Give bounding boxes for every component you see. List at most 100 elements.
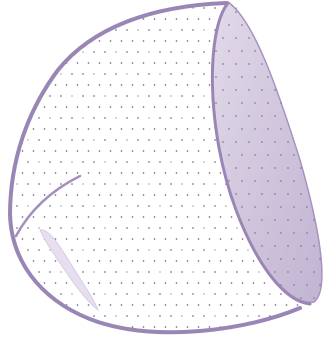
texture-dot <box>148 205 150 207</box>
texture-dot <box>121 194 123 196</box>
texture-dot <box>60 29 62 31</box>
texture-dot <box>115 293 117 295</box>
texture-dot <box>187 128 189 130</box>
texture-dot <box>27 161 29 163</box>
texture-dot <box>33 304 35 306</box>
texture-dot <box>115 161 117 163</box>
texture-dot <box>137 29 139 31</box>
texture-dot <box>44 304 46 306</box>
texture-dot <box>66 216 68 218</box>
texture-dot <box>170 183 172 185</box>
texture-dot <box>104 95 106 97</box>
texture-dot <box>27 29 29 31</box>
texture-dot <box>275 40 277 42</box>
texture-dot <box>44 194 46 196</box>
texture-dot <box>297 84 299 86</box>
texture-dot <box>77 128 79 130</box>
texture-dot <box>11 326 13 328</box>
texture-dot <box>11 18 13 20</box>
cap-texture-dot <box>280 232 282 234</box>
texture-dot <box>165 260 167 262</box>
texture-dot <box>66 18 68 20</box>
texture-dot <box>181 117 183 119</box>
texture-dot <box>176 238 178 240</box>
texture-dot <box>126 227 128 229</box>
texture-dot <box>104 227 106 229</box>
texture-dot <box>297 18 299 20</box>
cap-texture-dot <box>254 50 256 52</box>
texture-dot <box>181 73 183 75</box>
texture-dot <box>308 18 310 20</box>
texture-dot <box>148 7 150 9</box>
texture-dot <box>5 95 7 97</box>
cap-texture-dot <box>293 258 295 260</box>
texture-dot <box>22 18 24 20</box>
texture-dot <box>104 315 106 317</box>
texture-dot <box>264 18 266 20</box>
texture-dot <box>319 216 321 218</box>
texture-dot <box>71 29 73 31</box>
texture-dot <box>33 18 35 20</box>
texture-dot <box>143 238 145 240</box>
texture-dot <box>170 337 172 339</box>
cap-texture-dot <box>261 167 263 169</box>
texture-dot <box>253 326 255 328</box>
texture-dot <box>82 73 84 75</box>
texture-dot <box>22 238 24 240</box>
texture-dot <box>33 216 35 218</box>
texture-dot <box>82 29 84 31</box>
texture-dot <box>198 84 200 86</box>
texture-dot <box>77 172 79 174</box>
texture-dot <box>165 172 167 174</box>
texture-dot <box>154 84 156 86</box>
texture-dot <box>231 260 233 262</box>
texture-dot <box>165 326 167 328</box>
texture-dot <box>110 62 112 64</box>
texture-dot <box>27 183 29 185</box>
cap-texture-dot <box>261 245 263 247</box>
texture-dot <box>66 282 68 284</box>
texture-dot <box>137 227 139 229</box>
texture-dot <box>137 249 139 251</box>
texture-dot <box>209 238 211 240</box>
texture-dot <box>319 128 321 130</box>
texture-dot <box>82 7 84 9</box>
texture-dot <box>319 150 321 152</box>
texture-dot <box>159 73 161 75</box>
texture-dot <box>88 62 90 64</box>
texture-dot <box>115 95 117 97</box>
texture-dot <box>121 62 123 64</box>
texture-dot <box>115 271 117 273</box>
texture-dot <box>192 337 194 339</box>
texture-dot <box>5 315 7 317</box>
texture-dot <box>104 183 106 185</box>
texture-dot <box>264 282 266 284</box>
texture-dot <box>165 84 167 86</box>
texture-dot <box>148 315 150 317</box>
texture-dot <box>55 304 57 306</box>
texture-dot <box>104 271 106 273</box>
texture-dot <box>187 282 189 284</box>
texture-dot <box>27 337 29 339</box>
texture-dot <box>302 95 304 97</box>
texture-dot <box>192 161 194 163</box>
texture-dot <box>71 293 73 295</box>
texture-dot <box>77 304 79 306</box>
texture-dot <box>93 117 95 119</box>
texture-dot <box>22 128 24 130</box>
texture-dot <box>82 271 84 273</box>
texture-dot <box>44 150 46 152</box>
texture-dot <box>60 117 62 119</box>
texture-dot <box>104 139 106 141</box>
texture-dot <box>187 84 189 86</box>
texture-dot <box>203 227 205 229</box>
cap-texture-dot <box>274 141 276 143</box>
texture-dot <box>264 326 266 328</box>
texture-dot <box>27 205 29 207</box>
texture-dot <box>16 293 18 295</box>
texture-dot <box>302 161 304 163</box>
texture-dot <box>38 117 40 119</box>
texture-dot <box>77 194 79 196</box>
texture-dot <box>176 304 178 306</box>
